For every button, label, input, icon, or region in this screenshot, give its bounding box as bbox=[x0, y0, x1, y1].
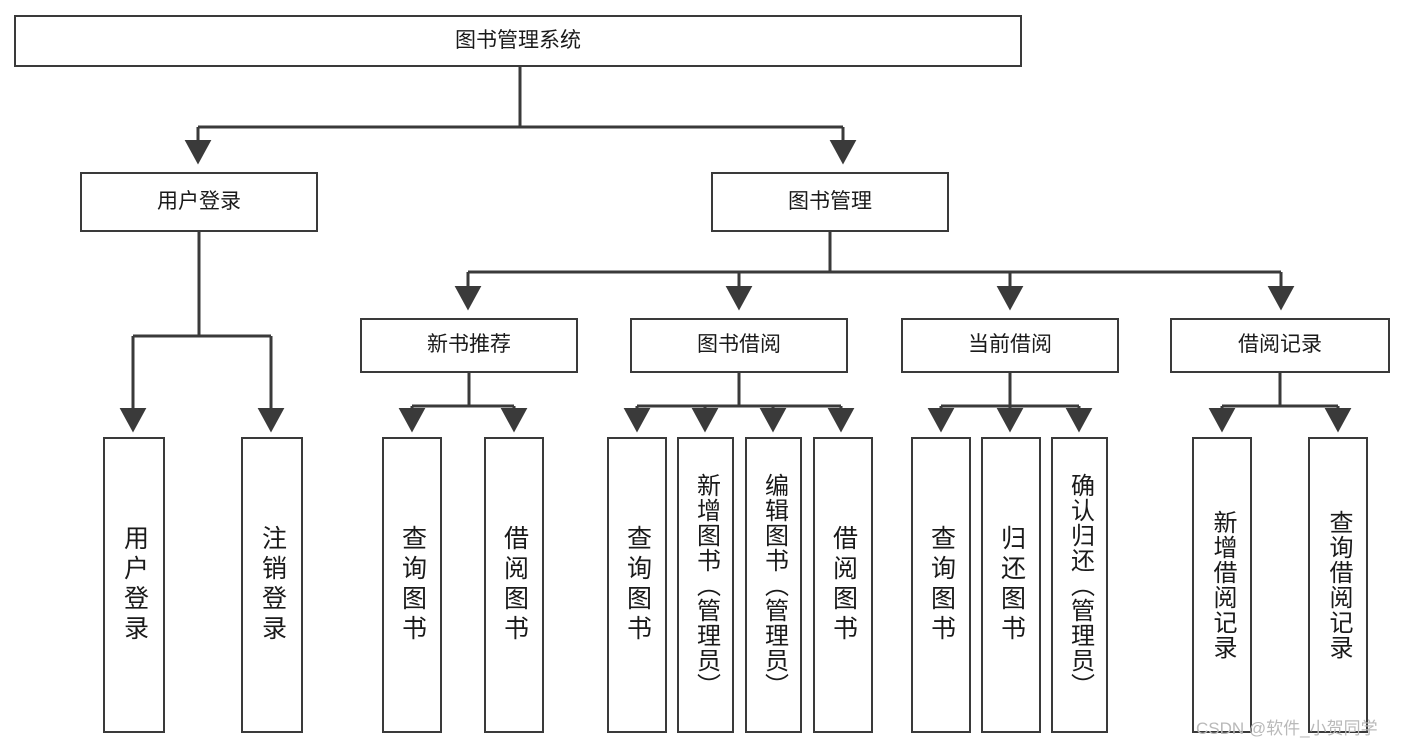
node-label: 确认归还（管理员） bbox=[1066, 472, 1094, 698]
node-label: 新增图书（管理员） bbox=[692, 472, 720, 698]
node-label: 图书管理系统 bbox=[455, 28, 581, 52]
node-leaf-user-login[interactable]: 用户登录 bbox=[103, 437, 165, 733]
node-new-book-recommend[interactable]: 新书推荐 bbox=[360, 318, 578, 373]
node-label: 查询图书 bbox=[623, 525, 652, 645]
node-label: 用户登录 bbox=[120, 525, 149, 645]
node-label: 图书管理 bbox=[788, 189, 872, 213]
node-leaf-logout[interactable]: 注销登录 bbox=[241, 437, 303, 733]
node-leaf-add-record[interactable]: 新增借阅记录 bbox=[1192, 437, 1252, 733]
node-label: 借阅图书 bbox=[829, 525, 858, 645]
node-label: 新增借阅记录 bbox=[1209, 510, 1236, 660]
node-root[interactable]: 图书管理系统 bbox=[14, 15, 1022, 67]
node-leaf-add-book[interactable]: 新增图书（管理员） bbox=[677, 437, 734, 733]
node-leaf-query-book-1[interactable]: 查询图书 bbox=[382, 437, 442, 733]
node-label: 图书借阅 bbox=[697, 333, 781, 357]
node-label: 查询借阅记录 bbox=[1325, 510, 1352, 660]
node-label: 借阅图书 bbox=[500, 525, 529, 645]
node-current-borrow[interactable]: 当前借阅 bbox=[901, 318, 1119, 373]
node-leaf-borrow-book-1[interactable]: 借阅图书 bbox=[484, 437, 544, 733]
node-leaf-borrow-book-2[interactable]: 借阅图书 bbox=[813, 437, 873, 733]
node-label: 当前借阅 bbox=[968, 333, 1052, 357]
node-book-manage[interactable]: 图书管理 bbox=[711, 172, 949, 232]
node-leaf-query-book-2[interactable]: 查询图书 bbox=[607, 437, 667, 733]
node-label: 借阅记录 bbox=[1238, 333, 1322, 357]
node-label: 注销登录 bbox=[258, 525, 287, 645]
node-leaf-edit-book[interactable]: 编辑图书（管理员） bbox=[745, 437, 802, 733]
node-leaf-confirm-return[interactable]: 确认归还（管理员） bbox=[1051, 437, 1108, 733]
node-label: 归还图书 bbox=[997, 525, 1026, 645]
node-leaf-query-record[interactable]: 查询借阅记录 bbox=[1308, 437, 1368, 733]
node-label: 编辑图书（管理员） bbox=[760, 472, 788, 698]
watermark: CSDN @软件_小贺同学 bbox=[1196, 719, 1378, 738]
node-book-borrow[interactable]: 图书借阅 bbox=[630, 318, 848, 373]
node-leaf-query-book-3[interactable]: 查询图书 bbox=[911, 437, 971, 733]
node-leaf-return-book[interactable]: 归还图书 bbox=[981, 437, 1041, 733]
node-borrow-record[interactable]: 借阅记录 bbox=[1170, 318, 1390, 373]
node-label: 查询图书 bbox=[398, 525, 427, 645]
node-user-login[interactable]: 用户登录 bbox=[80, 172, 318, 232]
node-label: 新书推荐 bbox=[427, 333, 511, 357]
node-label: 用户登录 bbox=[157, 189, 241, 213]
node-label: 查询图书 bbox=[927, 525, 956, 645]
